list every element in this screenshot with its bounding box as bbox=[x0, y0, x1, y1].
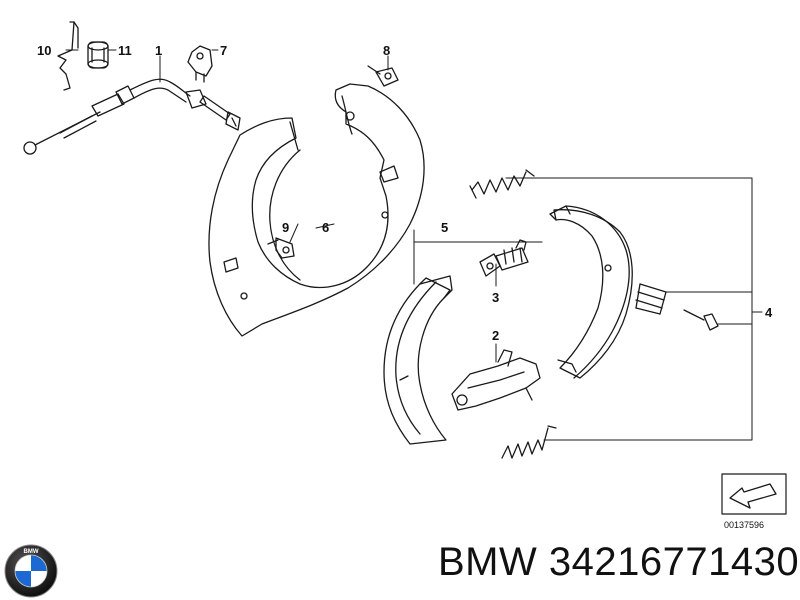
callout-7: 7 bbox=[220, 43, 227, 58]
part-3-adjuster bbox=[479, 239, 529, 277]
leader-lines bbox=[65, 49, 763, 441]
exploded-parts-diagram: 10 11 1 7 8 9 6 5 3 2 4 00137596 bbox=[23, 21, 787, 530]
part-5-brake-shoes bbox=[383, 205, 633, 445]
forward-arrow-icon bbox=[729, 483, 777, 509]
callout-10: 10 bbox=[37, 43, 51, 58]
reference-box bbox=[721, 473, 787, 515]
part-8-bolt bbox=[367, 65, 399, 87]
part-6-backing-plate bbox=[208, 83, 425, 337]
callout-8: 8 bbox=[383, 43, 390, 58]
callout-labels: 10 11 1 7 8 9 6 5 3 2 4 00137596 bbox=[37, 43, 773, 530]
part-number: 34216771430 bbox=[548, 540, 800, 584]
part-10-clip bbox=[57, 21, 79, 91]
reference-code: 00137596 bbox=[724, 520, 764, 530]
part-2-expander bbox=[451, 349, 541, 411]
part-7-bracket bbox=[187, 45, 213, 83]
callout-6: 6 bbox=[322, 220, 329, 235]
footer-part-label: BMW 34216771430 bbox=[438, 540, 799, 585]
callout-3: 3 bbox=[492, 290, 499, 305]
callout-11: 11 bbox=[118, 43, 132, 58]
part-4-springs bbox=[469, 169, 719, 459]
callout-9: 9 bbox=[282, 220, 289, 235]
part-9-bolt bbox=[267, 237, 295, 259]
callout-4: 4 bbox=[765, 305, 773, 320]
callout-2: 2 bbox=[492, 328, 499, 343]
callout-5: 5 bbox=[441, 220, 448, 235]
bmw-roundel-icon: BMW bbox=[4, 544, 58, 598]
part-1-cable bbox=[23, 78, 241, 155]
logo-letters: BMW bbox=[24, 549, 39, 555]
callout-1: 1 bbox=[155, 43, 162, 58]
part-11-grommet bbox=[87, 41, 109, 69]
brand-name: BMW bbox=[438, 540, 538, 584]
